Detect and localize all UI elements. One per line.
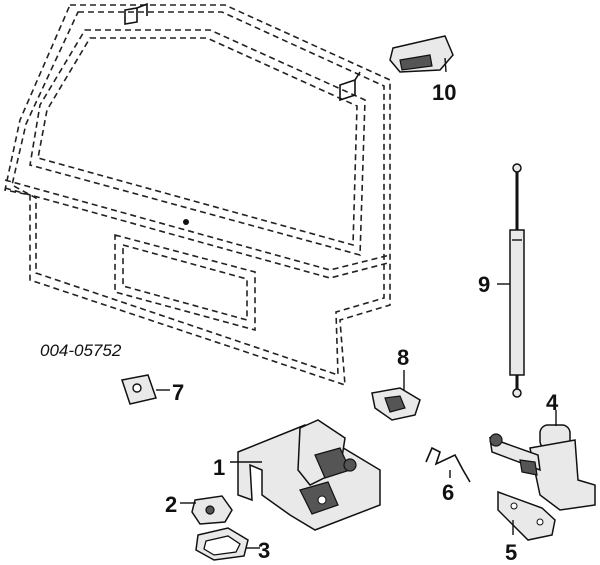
- part-5-plate: [497, 490, 556, 541]
- license-plate-recess: [114, 233, 256, 332]
- part-3-gasket: [195, 527, 260, 561]
- part-8-switch: [371, 370, 421, 421]
- liftgate-outline: [4, 4, 391, 387]
- part-1-latch-assembly: [230, 419, 381, 531]
- diagram-code: 004-05752: [40, 341, 122, 360]
- part-9-support-strut: [497, 163, 525, 398]
- callout-5: 5: [505, 540, 517, 565]
- callout-2: 2: [165, 492, 177, 517]
- callout-6: 6: [442, 480, 454, 505]
- part-10-cover: [389, 35, 454, 73]
- callout-8: 8: [397, 345, 409, 370]
- callout-4: 4: [546, 390, 559, 415]
- part-4-actuator: [489, 410, 596, 511]
- callout-7: 7: [172, 380, 184, 405]
- part-7-bracket: [121, 374, 170, 405]
- callout-10: 10: [432, 80, 456, 105]
- glass-center-dot: [183, 219, 189, 225]
- liftgate-hinges: [124, 2, 361, 102]
- callout-3: 3: [258, 538, 270, 563]
- part-6-rod: [425, 446, 471, 483]
- callout-1: 1: [213, 455, 225, 480]
- rear-glass-outline: [29, 29, 366, 257]
- part-2-clip: [180, 495, 233, 525]
- callout-9: 9: [478, 272, 490, 297]
